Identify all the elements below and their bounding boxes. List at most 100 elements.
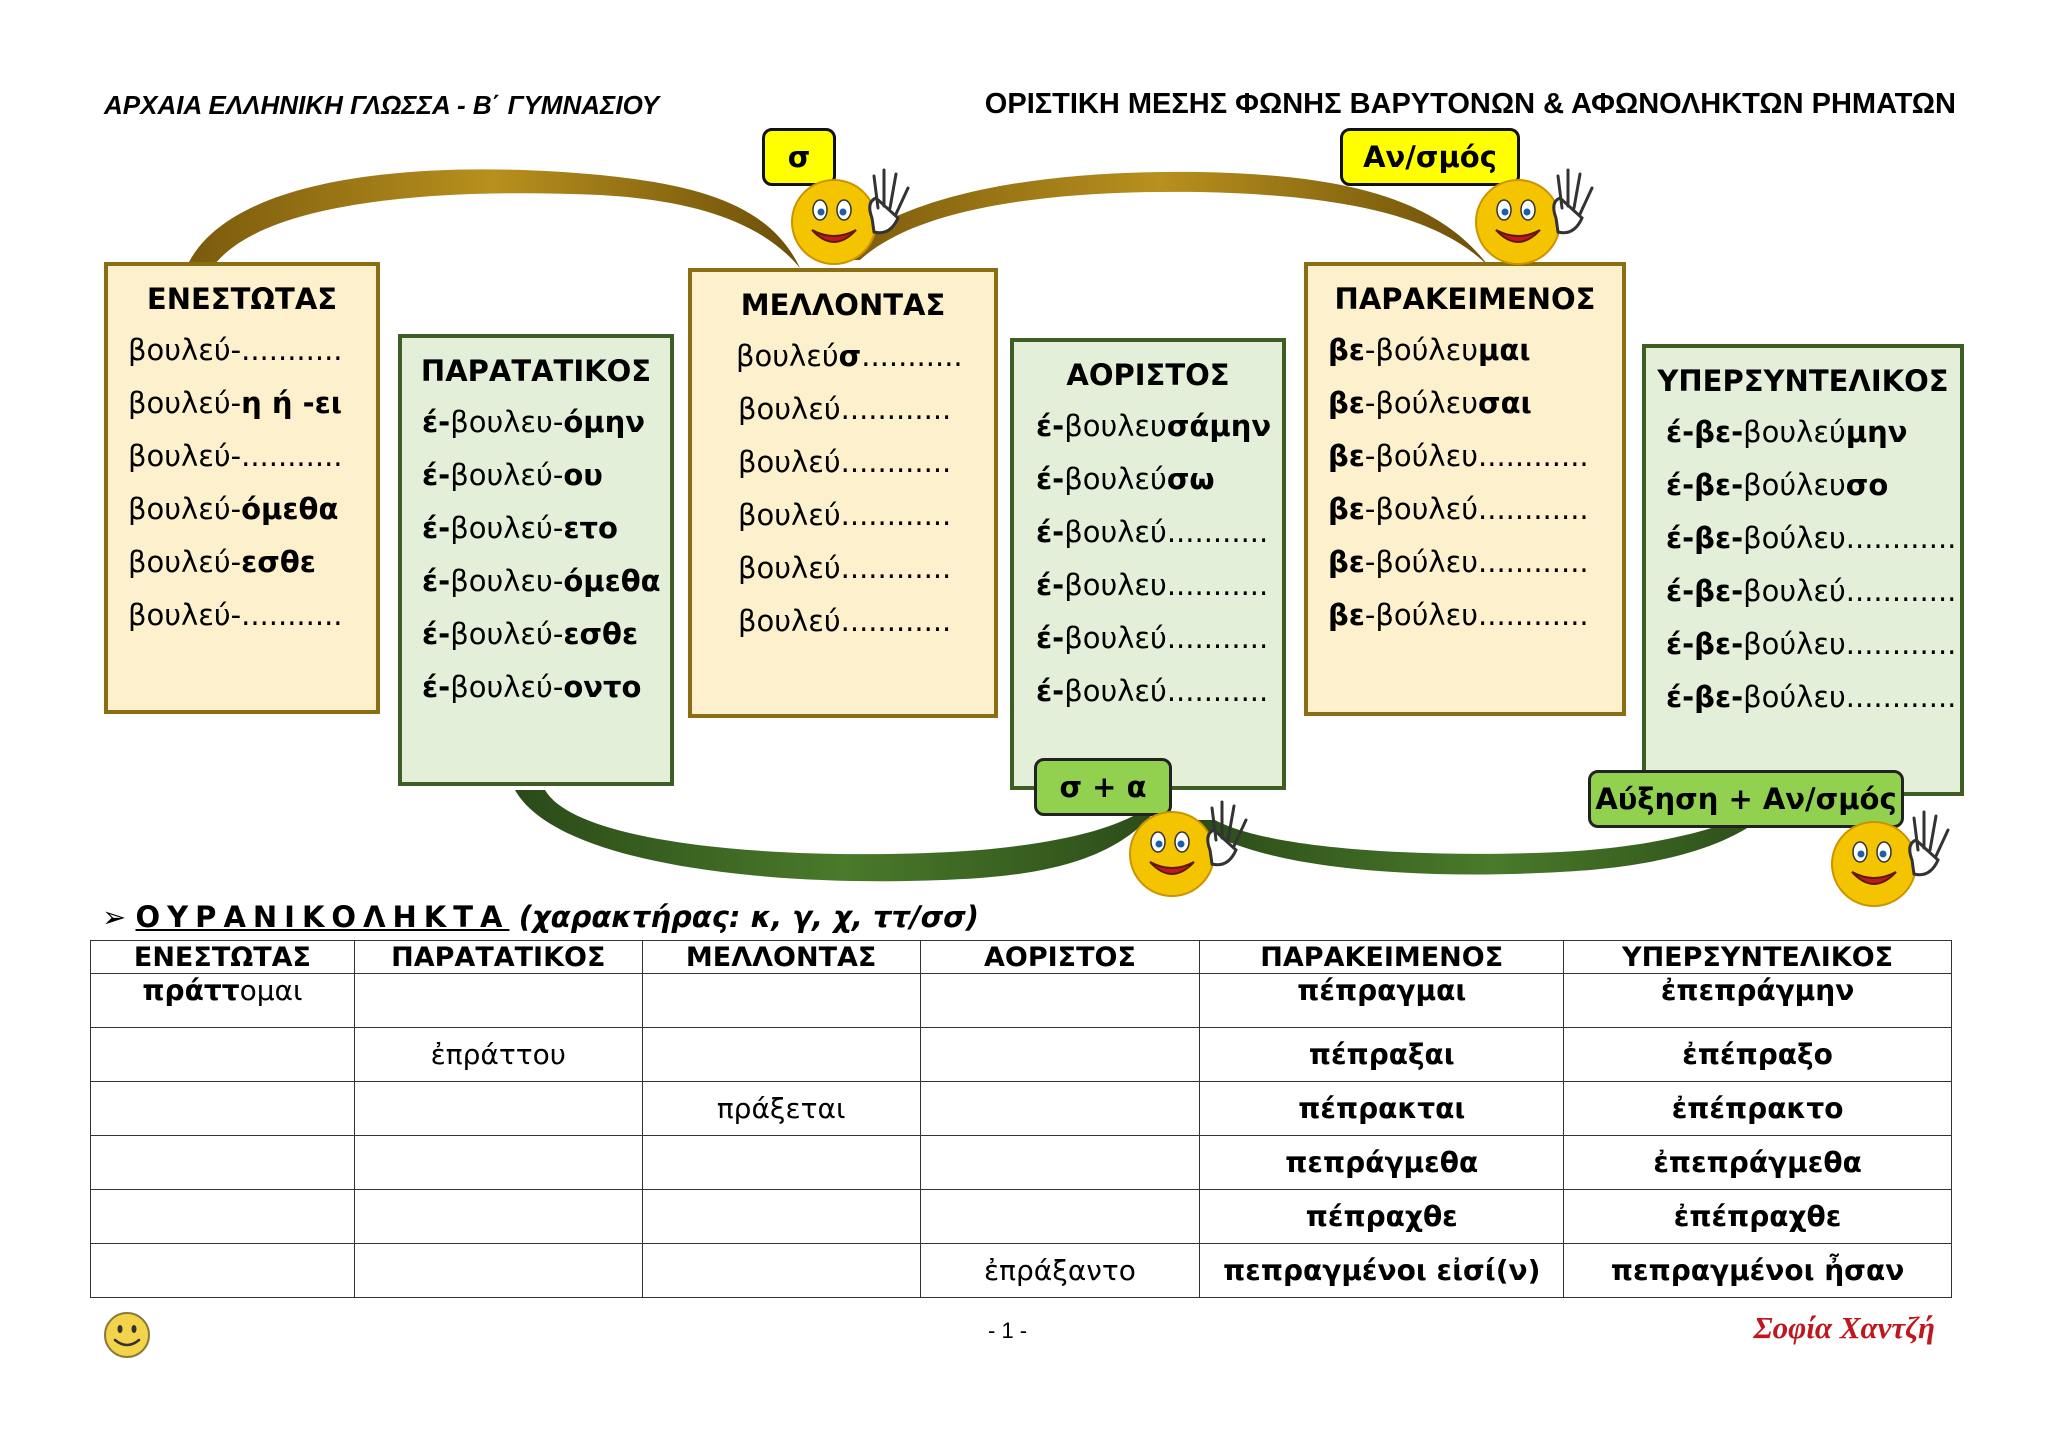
tag-sigma-alpha: σ + α bbox=[1034, 758, 1172, 816]
table-cell bbox=[353, 1243, 643, 1298]
form-line: βε-βούλευσαι bbox=[1328, 386, 1532, 420]
waving-smiley-icon bbox=[791, 168, 910, 265]
table-cell bbox=[919, 1189, 1201, 1244]
form-line: έ-βε-βούλευ............ bbox=[1666, 627, 1957, 661]
form-line: βουλεύ-........... bbox=[128, 598, 343, 632]
form-line: βε-βούλευ............ bbox=[1328, 598, 1589, 632]
table-cell: πέπρακται bbox=[1199, 1081, 1565, 1136]
waving-smiley-icon bbox=[1831, 810, 1950, 907]
arc-enestotas-mellontas bbox=[186, 169, 800, 268]
table-row: πράττομαι πέπραγμαι ἐπεπράγμην bbox=[90, 973, 1952, 1028]
table-cell: ἐπέπρακτο bbox=[1563, 1081, 1952, 1136]
section-subtitle: (χαρακτήρας: κ, γ, χ, ττ/σσ) bbox=[518, 900, 980, 934]
table-cell: ἐπέπραξο bbox=[1563, 1027, 1952, 1082]
box-aoristos: ΑΟΡΙΣΤΟΣ έ-βουλευσάμην έ-βουλεύσω έ-βουλ… bbox=[1010, 338, 1286, 790]
tag-sigma: σ bbox=[762, 128, 836, 186]
form-line: έ-βουλεύ........... bbox=[1036, 674, 1269, 708]
box-title: ΥΠΕΡΣΥΝΤΕΛΙΚΟΣ bbox=[1657, 364, 1949, 398]
table-row: πέπραχθε ἐπέπραχθε bbox=[90, 1189, 1952, 1244]
section-title: ΟΥΡΑΝΙΚΟΛΗΚΤΑ bbox=[135, 900, 510, 934]
form-line: βε-βούλευμαι bbox=[1328, 333, 1531, 367]
form-line: βουλεύ-εσθε bbox=[128, 545, 316, 579]
form-line: έ-βουλευ........... bbox=[1036, 568, 1269, 602]
form-line: έ-βουλεύ........... bbox=[1036, 621, 1269, 655]
tag-auxisi-anadiplasiasmos: Αύξηση + Αν/σμός bbox=[1588, 770, 1904, 828]
conjugation-table: ΕΝΕΣΤΩΤΑΣ ΠΑΡΑΤΑΤΙΚΟΣ ΜΕΛΛΟΝΤΑΣ ΑΟΡΙΣΤΟΣ… bbox=[90, 940, 1952, 1298]
form-line: έ-βε-βούλευ............ bbox=[1666, 521, 1957, 555]
table-header-row: ΕΝΕΣΤΩΤΑΣ ΠΑΡΑΤΑΤΙΚΟΣ ΜΕΛΛΟΝΤΑΣ ΑΟΡΙΣΤΟΣ… bbox=[90, 940, 1952, 974]
arc-paratatikos-aoristos bbox=[515, 790, 1170, 882]
table-row: πεπράγμεθα ἐπεπράγμεθα bbox=[90, 1135, 1952, 1190]
column-header: ΜΕΛΛΟΝΤΑΣ bbox=[641, 940, 921, 974]
table-cell bbox=[90, 1027, 355, 1082]
box-title: ΑΟΡΙΣΤΟΣ bbox=[1066, 358, 1230, 392]
form-line: έ-βουλεύ-οντο bbox=[422, 670, 642, 704]
subject-title: ΑΡΧΑΙΑ ΕΛΛΗΝΙΚΗ ΓΛΩΣΣΑ - Β΄ ΓΥΜΝΑΣΙΟΥ bbox=[104, 90, 660, 120]
table-cell bbox=[641, 1189, 921, 1244]
table-cell bbox=[353, 973, 643, 1028]
form-line: βουλεύ-η ή -ει bbox=[128, 386, 343, 420]
table-cell bbox=[90, 1135, 355, 1190]
page-number: - 1 - bbox=[988, 1318, 1028, 1343]
form-line: βουλεύ............ bbox=[738, 445, 952, 479]
form-line: βουλεύ............ bbox=[738, 392, 952, 426]
form-line: έ-βε-βούλευσο bbox=[1666, 468, 1889, 502]
table-row: πράξεται πέπρακται ἐπέπρακτο bbox=[90, 1081, 1952, 1136]
form-line: έ-βουλευσάμην bbox=[1036, 409, 1272, 443]
waving-smiley-icon bbox=[1475, 168, 1594, 265]
box-parakeimenos: ΠΑΡΑΚΕΙΜΕΝΟΣ βε-βούλευμαι βε-βούλευσαι β… bbox=[1304, 262, 1626, 716]
table-cell: ἐπεπράγμην bbox=[1563, 973, 1952, 1028]
form-line: βουλεύ-........... bbox=[128, 439, 343, 473]
author-name: Σοφία Χαντζή bbox=[1753, 1310, 1935, 1345]
form-line: έ-βουλευ-όμην bbox=[422, 405, 645, 439]
table-cell: πεπράγμεθα bbox=[1199, 1135, 1565, 1190]
table-cell bbox=[641, 1027, 921, 1082]
form-line: έ-βουλεύσω bbox=[1036, 462, 1215, 496]
box-enestotas: ΕΝΕΣΤΩΤΑΣ βουλεύ-........... βουλεύ-η ή … bbox=[104, 262, 380, 714]
column-header: ΑΟΡΙΣΤΟΣ bbox=[919, 940, 1201, 974]
table-cell bbox=[641, 1135, 921, 1190]
form-line: έ-βουλεύ-ου bbox=[422, 458, 603, 492]
tag-anadiplasiasmos: Αν/σμός bbox=[1340, 128, 1520, 186]
form-line: έ-βε-βουλεύ............ bbox=[1666, 574, 1957, 608]
table-cell bbox=[90, 1189, 355, 1244]
box-paratatikos: ΠΑΡΑΤΑΤΙΚΟΣ έ-βουλευ-όμην έ-βουλεύ-ου έ-… bbox=[398, 334, 674, 786]
box-title: ΕΝΕΣΤΩΤΑΣ bbox=[146, 282, 338, 316]
table-cell bbox=[90, 1243, 355, 1298]
box-mellontas: ΜΕΛΛΟΝΤΑΣ βουλεύσ........... βουλεύ.....… bbox=[688, 268, 998, 718]
form-line: έ-βουλεύ........... bbox=[1036, 515, 1269, 549]
table-cell: πέπραχθε bbox=[1199, 1189, 1565, 1244]
table-cell bbox=[353, 1081, 643, 1136]
form-line: βουλεύ-........... bbox=[128, 333, 343, 367]
table-cell: ἐπεπράγμεθα bbox=[1563, 1135, 1952, 1190]
form-line: έ-βουλεύ-εσθε bbox=[422, 617, 639, 651]
table-cell: πράξεται bbox=[641, 1081, 921, 1136]
table-cell bbox=[919, 1135, 1201, 1190]
table-cell: πέπραξαι bbox=[1199, 1027, 1565, 1082]
table-row: ἐπράξαντο πεπραγμένοι εἰσί(ν) πεπραγμένο… bbox=[90, 1243, 1952, 1298]
table-cell: πεπραγμένοι εἰσί(ν) bbox=[1199, 1243, 1565, 1298]
box-title: ΠΑΡΑΚΕΙΜΕΝΟΣ bbox=[1334, 282, 1596, 316]
box-title: ΠΑΡΑΤΑΤΙΚΟΣ bbox=[420, 354, 652, 388]
section-heading: ➢ ΟΥΡΑΝΙΚΟΛΗΚΤΑ (χαρακτήρας: κ, γ, χ, ττ… bbox=[102, 900, 979, 934]
document-title: ΟΡΙΣΤΙΚΗ ΜΕΣΗΣ ΦΩΝΗΣ ΒΑΡΥΤΟΝΩΝ & ΑΦΩΝΟΛΗ… bbox=[984, 88, 1956, 120]
table-cell: ἐπράττου bbox=[353, 1027, 643, 1082]
table-cell: πράττομαι bbox=[90, 973, 355, 1028]
arc-aoristos-ypersyntelikos bbox=[1190, 790, 1790, 875]
form-line: βουλεύ............ bbox=[738, 604, 952, 638]
form-line: βε-βούλευ............ bbox=[1328, 439, 1589, 473]
table-cell bbox=[919, 973, 1201, 1028]
table-row: ἐπράττου πέπραξαι ἐπέπραξο bbox=[90, 1027, 1952, 1082]
form-line: έ-βουλεύ-ετο bbox=[422, 511, 618, 545]
smiley-icon bbox=[104, 1312, 150, 1358]
box-title: ΜΕΛΛΟΝΤΑΣ bbox=[740, 288, 946, 322]
table-cell bbox=[353, 1189, 643, 1244]
form-line: βε-βουλεύ............ bbox=[1328, 492, 1589, 526]
form-line: βουλεύ............ bbox=[738, 551, 952, 585]
form-line: έ-βε-βούλευ............ bbox=[1666, 680, 1957, 714]
table-cell bbox=[353, 1135, 643, 1190]
column-header: ΥΠΕΡΣΥΝΤΕΛΙΚΟΣ bbox=[1563, 940, 1952, 974]
column-header: ΠΑΡΑΚΕΙΜΕΝΟΣ bbox=[1199, 940, 1565, 974]
box-ypersyntelikos: ΥΠΕΡΣΥΝΤΕΛΙΚΟΣ έ-βε-βουλεύμην έ-βε-βούλε… bbox=[1642, 344, 1964, 796]
